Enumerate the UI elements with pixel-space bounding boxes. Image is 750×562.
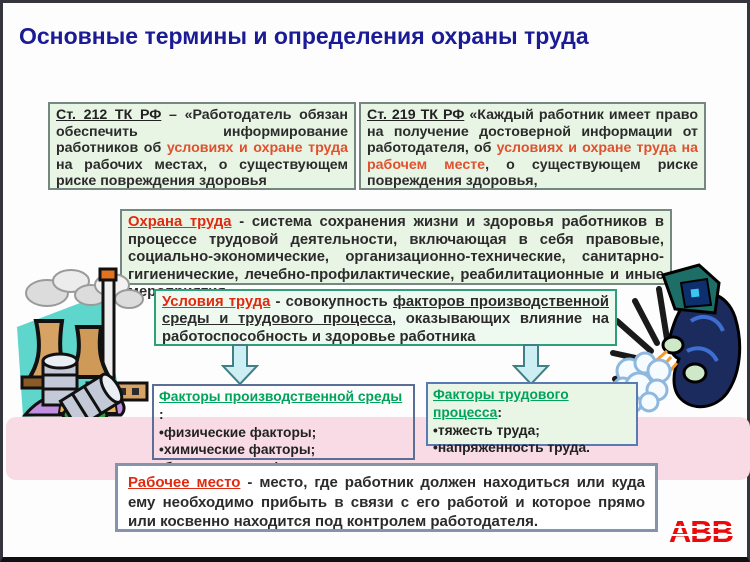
st212-text-1: – «Работодатель обязан обеспечить информ… [56,107,348,157]
down-arrow-icon [512,344,550,386]
welder-illustration [610,263,742,414]
factors-proc-heading: Факторы трудового процесса [433,387,569,420]
definition-box-rabochee-mesto: Рабочее место - место, где работник долж… [115,463,658,532]
down-arrow-icon [221,344,259,386]
rabochee-text: - место, где работник должен находиться … [128,474,645,530]
okhrana-text: - система сохранения жизни и здоровья ра… [128,214,664,300]
factors-env-heading-row: Факторы производственной среды : [159,388,408,424]
list-item: •напряженность труда. [433,440,590,456]
definition-box-usloviya-truda: Условия труда - совокупность факторов пр… [154,289,617,346]
page-title: Основные термины и определения охраны тр… [19,23,589,49]
definition-box-st219: Ст. 219 ТК РФ «Каждый работник имеет пра… [359,102,706,190]
factory-pollution-illustration [17,267,149,427]
factors-proc-colon: : [497,404,502,420]
factors-proc-box: Факторы трудового процесса: •тяжесть тру… [426,382,638,455]
list-item: •тяжесть труда; [433,422,540,438]
usloviya-underlined: факторов производственной среды и трудов… [162,294,609,328]
factors-proc-heading-row: Факторы трудового процесса: [433,386,631,422]
st219-lead: Ст. 219 ТК РФ [367,107,465,123]
factors-env-heading: Факторы производственной среды [159,389,403,404]
st212-text-2: на рабочих местах, о существующем риске … [56,156,348,190]
abb-logo-stripe [668,534,733,536]
st219-red-text: условиях и охране труда на рабочем месте [367,140,699,173]
definition-box-okhrana-truda: Охрана труда - система сохранения жизни … [120,209,672,300]
definition-box-st212: Ст. 212 ТК РФ – «Работодатель обязан обе… [48,102,356,190]
usloviya-lead: Условия труда [162,294,271,310]
abb-logo-stripe [668,526,733,528]
okhrana-lead: Охрана труда [128,214,232,230]
usloviya-text-1: - совокупность [270,294,393,310]
abb-logo: ABB [668,514,734,549]
rabochee-lead: Рабочее место [128,474,241,491]
list-item: •физические факторы; [159,424,317,440]
list-item: •химические факторы; [159,442,316,458]
st212-lead: Ст. 212 ТК РФ [56,107,162,123]
factors-env-box: Факторы производственной среды : •физиче… [152,384,415,475]
st219-text-2: , о существующем риске повреждения здоро… [367,156,699,190]
st219-text-1: «Каждый работник имеет право на получени… [367,107,698,157]
abb-logo-text: ABB [668,514,734,549]
usloviya-text-2: , оказывающих влияние на работоспособнос… [162,311,609,345]
factors-env-colon: : [159,406,164,422]
st212-red-text: условиях и охране труда [166,140,348,157]
